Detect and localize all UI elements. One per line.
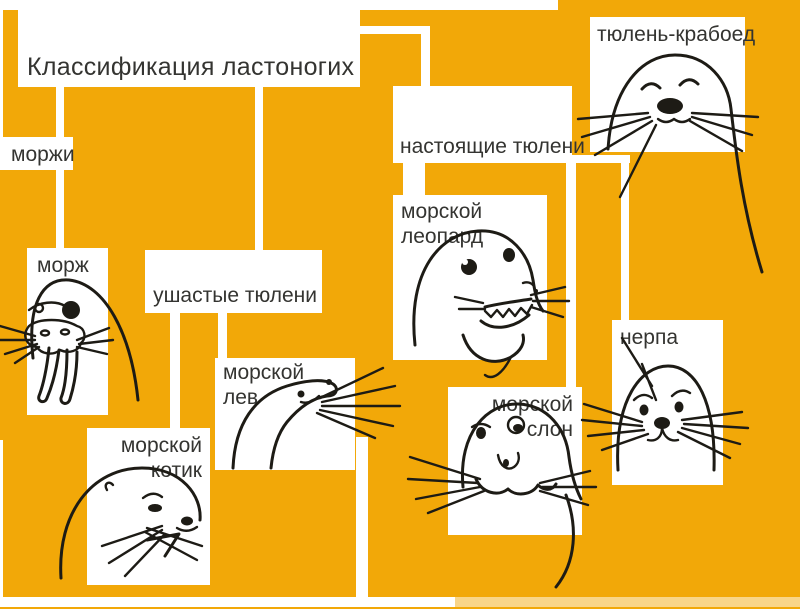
node-krabojed: тюлень-крабоед	[590, 17, 756, 152]
connector-left-edge	[0, 0, 3, 140]
connector-bottom-left-edge	[0, 440, 3, 607]
node-kotik: морской котик	[87, 428, 210, 585]
node-morzhi: моржи	[0, 137, 75, 170]
connector-leopard	[403, 163, 425, 197]
node-lev: морской лев	[215, 358, 355, 470]
connector-ushastye	[255, 87, 263, 252]
connector-top-strip	[0, 0, 558, 10]
connector-slon	[566, 163, 576, 389]
node-nerpa: нерпа	[612, 320, 723, 485]
node-leopard-label-1: морской	[401, 200, 483, 223]
connector-nastoyashchie-v	[421, 26, 430, 88]
node-slon-label-2: слон	[526, 417, 573, 441]
connector-lev-bottom	[356, 437, 368, 600]
node-krabojed-label: тюлень-крабоед	[597, 23, 756, 46]
title-box: Классификация ластоногих	[18, 10, 360, 87]
connector-lev	[218, 313, 227, 360]
node-nerpa-label: нерпа	[620, 326, 679, 349]
node-morzh-label: морж	[37, 254, 89, 277]
node-ushastye-label: ушастые тюлени	[153, 284, 317, 308]
connector-kotik	[170, 313, 180, 430]
node-morzhi-label: моржи	[11, 142, 75, 166]
node-leopard: морской леопард	[393, 195, 547, 360]
node-slon: морской слон	[448, 387, 582, 535]
bottom-strip-translucent	[455, 597, 800, 607]
node-slon-label-1: морской	[491, 393, 573, 416]
bottom-strip-white	[0, 597, 455, 607]
page-title: Классификация ластоногих	[27, 52, 355, 81]
node-kotik-label-2: котик	[150, 458, 202, 482]
node-nastoyashchie: настоящие тюлени	[393, 86, 585, 163]
connector-nerpa-v	[621, 155, 629, 322]
node-leopard-label-2: леопард	[401, 224, 484, 248]
node-nastoyashchie-label: настоящие тюлени	[400, 135, 585, 159]
node-ushastye: ушастые тюлени	[145, 250, 322, 313]
connector-morzhi-upper	[56, 87, 64, 139]
node-morzh: морж	[27, 248, 108, 415]
connector-morzhi-lower	[56, 168, 64, 250]
node-kotik-label-1: морской	[120, 434, 202, 457]
connector-nastoyashchie-h	[360, 26, 430, 34]
node-lev-label-2: лев	[223, 385, 259, 409]
node-lev-label-1: морской	[223, 361, 305, 384]
